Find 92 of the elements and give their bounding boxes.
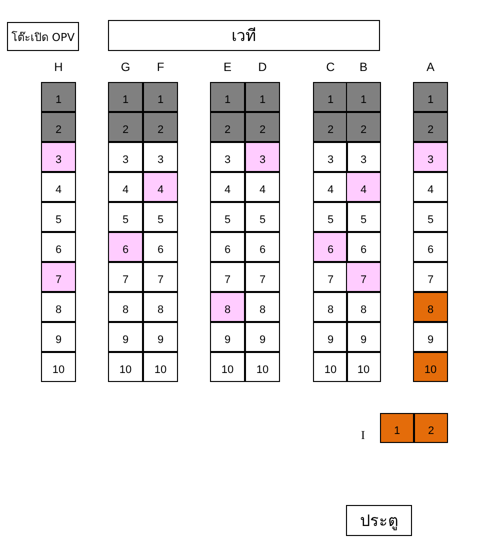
column-label: F [156, 60, 166, 74]
seat-box: 2 [108, 112, 143, 142]
seat-box: 7 [413, 262, 448, 292]
seat-box: 6 [245, 232, 280, 262]
seat-box: 10 [346, 352, 381, 382]
seat-box: 5 [41, 202, 76, 232]
seat-box: 4 [143, 172, 178, 202]
seat-box: 3 [143, 142, 178, 172]
seat-box: 5 [313, 202, 348, 232]
seat-box: 9 [108, 322, 143, 352]
column-label: C [325, 60, 336, 74]
seat-box: 8 [413, 292, 448, 322]
column-label: D [257, 60, 268, 74]
seat-box: 9 [143, 322, 178, 352]
seat-box: 1 [41, 82, 76, 112]
seat-box: 2 [245, 112, 280, 142]
seat-box: 5 [108, 202, 143, 232]
seat-box: 2 [41, 112, 76, 142]
seat-box: 8 [346, 292, 381, 322]
seat-box: 9 [41, 322, 76, 352]
seat-box: 8 [245, 292, 280, 322]
seat-box: 6 [108, 232, 143, 262]
seat-box: 1 [210, 82, 245, 112]
seat-box: 10 [41, 352, 76, 382]
seat-box: 7 [143, 262, 178, 292]
seat-box: 7 [346, 262, 381, 292]
seat-box: 9 [210, 322, 245, 352]
seat-box: 9 [313, 322, 348, 352]
seat-box: 7 [210, 262, 245, 292]
door-box: ประตู [346, 505, 412, 536]
seat-box: 3 [245, 142, 280, 172]
seat-box: 8 [313, 292, 348, 322]
seat-box: 4 [108, 172, 143, 202]
seat-box: 1 [413, 82, 448, 112]
seat-box: 5 [413, 202, 448, 232]
seat-box: 1 [313, 82, 348, 112]
seat-box: 6 [313, 232, 348, 262]
seat-box: 1 [346, 82, 381, 112]
row-label: I [360, 428, 366, 443]
seat-box: 2 [313, 112, 348, 142]
seat-box: 7 [245, 262, 280, 292]
seat-box: 3 [313, 142, 348, 172]
seat-box: 10 [313, 352, 348, 382]
seat-box: 7 [41, 262, 76, 292]
seat-box: 5 [210, 202, 245, 232]
seat-box: 4 [245, 172, 280, 202]
seat-box: 9 [346, 322, 381, 352]
seat-box: 8 [210, 292, 245, 322]
seat-box: 5 [346, 202, 381, 232]
column-label: H [53, 60, 64, 74]
seat-box: 2 [414, 413, 448, 443]
seat-box: 5 [143, 202, 178, 232]
seat-box: 9 [245, 322, 280, 352]
seat-box: 6 [413, 232, 448, 262]
seat-box: 2 [413, 112, 448, 142]
seat-box: 8 [108, 292, 143, 322]
seat-box: 9 [413, 322, 448, 352]
seat-box: 6 [210, 232, 245, 262]
seat-box: 2 [143, 112, 178, 142]
seat-box: 7 [108, 262, 143, 292]
seat-box: 2 [346, 112, 381, 142]
seat-box: 5 [245, 202, 280, 232]
table-box: โต๊ะเปิด OPV [7, 22, 79, 51]
stage-box: เวที [108, 20, 380, 51]
seat-box: 6 [41, 232, 76, 262]
seat-box: 3 [210, 142, 245, 172]
column-label: G [120, 60, 132, 74]
seat-box: 3 [346, 142, 381, 172]
seat-box: 1 [108, 82, 143, 112]
seat-box: 2 [210, 112, 245, 142]
seat-box: 1 [245, 82, 280, 112]
seat-box: 1 [143, 82, 178, 112]
seat-box: 8 [41, 292, 76, 322]
seat-box: 3 [108, 142, 143, 172]
seat-box: 10 [245, 352, 280, 382]
seat-box: 4 [413, 172, 448, 202]
seat-box: 10 [413, 352, 448, 382]
column-label: B [358, 60, 368, 74]
seat-box: 10 [143, 352, 178, 382]
column-label: A [425, 60, 436, 74]
column-label: E [222, 60, 232, 74]
seat-box: 3 [41, 142, 76, 172]
seat-box: 10 [108, 352, 143, 382]
seat-box: 4 [346, 172, 381, 202]
seat-box: 3 [413, 142, 448, 172]
seat-box: 6 [346, 232, 381, 262]
seat-box: 8 [143, 292, 178, 322]
seat-box: 4 [210, 172, 245, 202]
seat-box: 1 [380, 413, 414, 443]
seat-box: 4 [41, 172, 76, 202]
seat-box: 10 [210, 352, 245, 382]
seat-box: 6 [143, 232, 178, 262]
